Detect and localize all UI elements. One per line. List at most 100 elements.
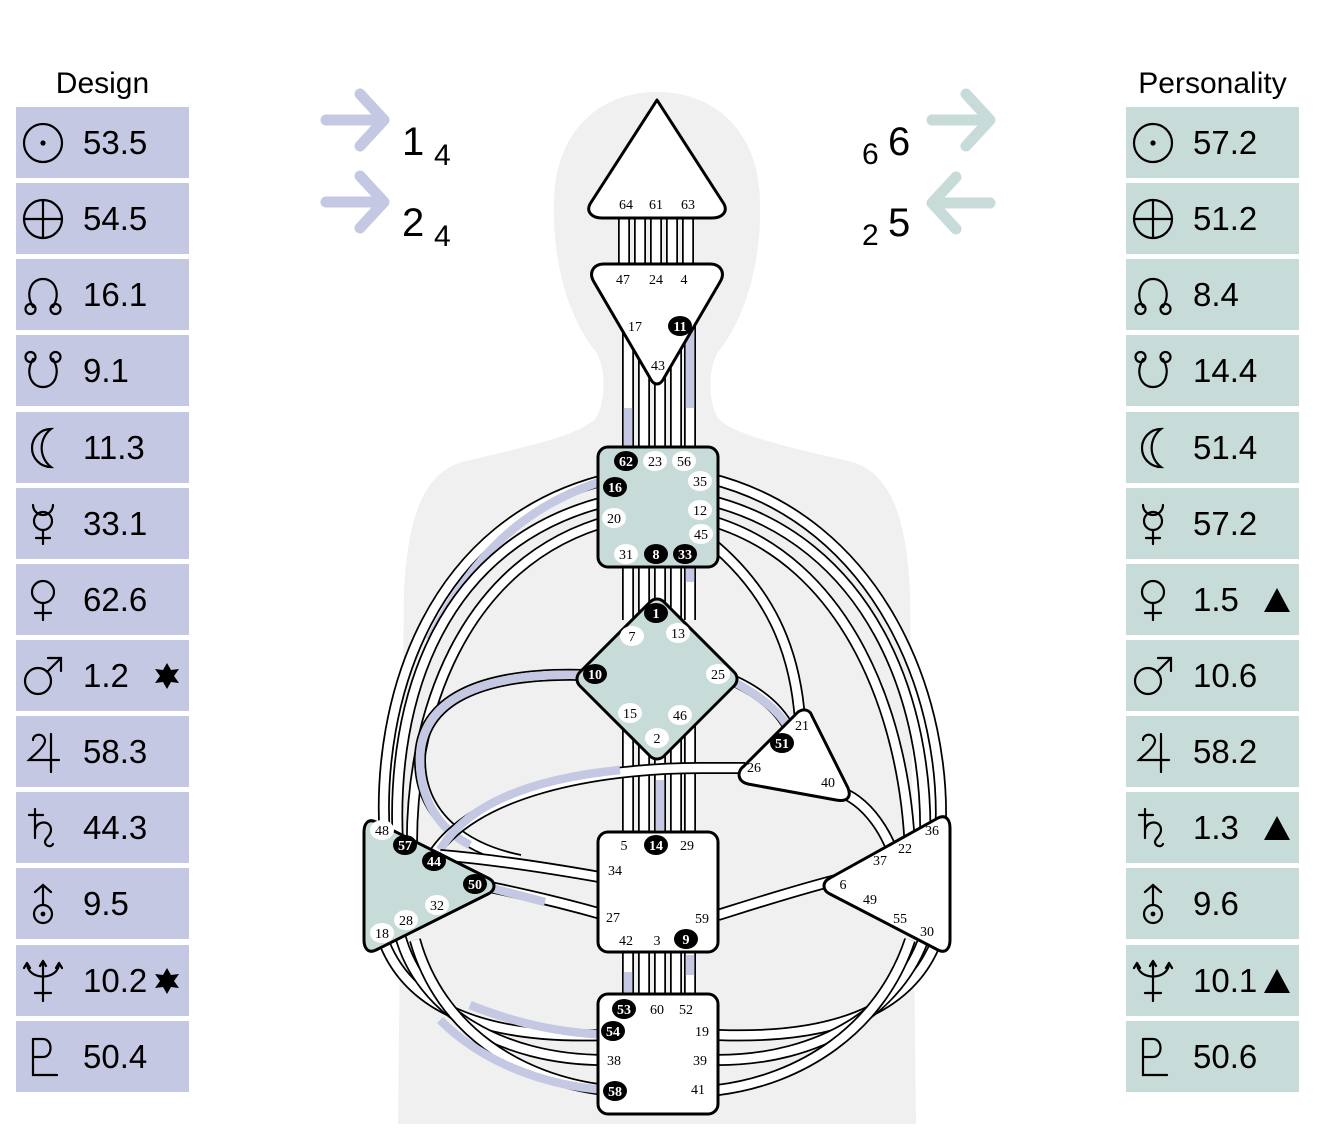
gate-label: 51 [775,737,789,752]
design-row-neptune: 10.2 [16,944,189,1016]
gate-30: 30 [920,925,934,940]
gate-63: 63 [681,198,695,213]
gate-label: 53 [617,1003,631,1018]
gate-line-value: 10.1 [1193,961,1258,999]
gate-56: 56 [672,451,696,471]
gate-5: 5 [621,839,628,854]
sun-icon [21,121,65,165]
gate-line-value: 57.2 [1193,504,1258,542]
personality-row-uranus: 9.6 [1126,868,1299,940]
gate-14: 14 [644,835,668,855]
gate-label: 63 [681,198,695,213]
gate-label: 34 [608,864,622,879]
channel-45-21 [704,535,806,721]
personality-row-jupiter: 58.2 [1126,716,1299,788]
gate-16: 16 [603,477,627,497]
channel-44-26-throat [405,514,614,851]
gate-13: 13 [666,623,690,643]
gate-label: 61 [649,198,663,213]
gate-label: 21 [795,719,809,734]
gate-9: 9 [674,929,698,949]
design-row-sun: 53.5 [16,107,189,178]
gate-21: 21 [795,719,809,734]
gate-29: 29 [680,839,694,854]
gate-line-value: 14.4 [1193,352,1258,390]
gate-label: 39 [693,1054,707,1069]
south-node-icon [21,349,65,393]
gate-label: 6 [840,878,847,893]
gate-36: 36 [925,824,939,839]
moon-icon [1131,426,1175,470]
gate-54: 54 [601,1021,625,1041]
gate-line-value: 57.2 [1193,124,1258,161]
gate-label: 24 [649,273,663,288]
gate-27: 27 [606,911,620,926]
personality-top-arrow-icon [926,88,996,152]
gate-line-value: 8.4 [1193,276,1239,314]
neptune-icon [1131,959,1175,1003]
design-row-moon: 11.3 [16,411,189,483]
gate-25: 25 [706,664,730,684]
earth-icon [21,197,65,241]
gate-line-value: 11.3 [83,428,145,466]
gate-33: 33 [673,544,697,564]
gate-line-value: 9.1 [83,352,129,390]
design-row-jupiter: 58.3 [16,716,189,788]
gate-line-value: 9.6 [1193,885,1239,923]
gate-line-value: 1.5 [1193,580,1239,618]
gate-8: 8 [644,544,668,564]
personality-title: Personality [1138,67,1287,100]
gate-2: 2 [645,728,669,748]
jupiter-icon [1131,730,1175,774]
gate-label: 44 [427,855,441,870]
design-row-uranus: 9.5 [16,868,189,940]
personality-row-saturn: 1.3 [1126,792,1299,864]
gate-45: 45 [689,524,713,544]
gate-49: 49 [863,893,877,908]
venus-icon [1131,578,1175,622]
design-row-earth: 54.5 [16,183,189,255]
gate-label: 18 [375,927,389,942]
gate-50: 50 [463,874,487,894]
gate-line-value: 44.3 [83,809,148,847]
gate-label: 58 [608,1085,622,1100]
gate-line-value: 54.5 [83,200,148,238]
mercury-icon [1131,502,1175,546]
design-row-mercury: 33.1 [16,487,189,559]
gate-label: 9 [683,933,690,948]
design-row-mars: 1.2 [16,639,189,711]
gate-label: 48 [375,824,389,839]
gate-label: 19 [695,1025,709,1040]
design-top-main: 1 [402,120,424,164]
gate-23: 23 [643,451,667,471]
design-title: Design [55,67,150,100]
gate-label: 38 [607,1054,621,1069]
gate-18: 18 [370,923,394,943]
gate-17: 17 [628,320,642,335]
gate-line-value: 51.4 [1193,428,1258,466]
gate-line-value: 58.2 [1193,733,1258,771]
channel-36-35 [706,472,947,841]
personality-row-north-node: 8.4 [1126,259,1299,331]
gate-label: 54 [606,1025,620,1040]
gate-57: 57 [393,835,417,855]
gate-11: 11 [668,316,692,336]
venus-icon [21,578,65,622]
personality-bottom-main: 5 [888,201,910,245]
personality-row-sun: 57.2 [1126,107,1299,178]
gate-line-value: 1.2 [83,656,129,694]
personality-bottom-arrow-icon [926,171,996,235]
channel-37-40-throat [706,514,916,851]
gate-line-value: 9.5 [83,885,129,923]
gate-label: 5 [621,839,628,854]
south-node-icon [1131,349,1175,393]
gate-label: 20 [607,512,621,527]
star-icon [152,966,182,996]
